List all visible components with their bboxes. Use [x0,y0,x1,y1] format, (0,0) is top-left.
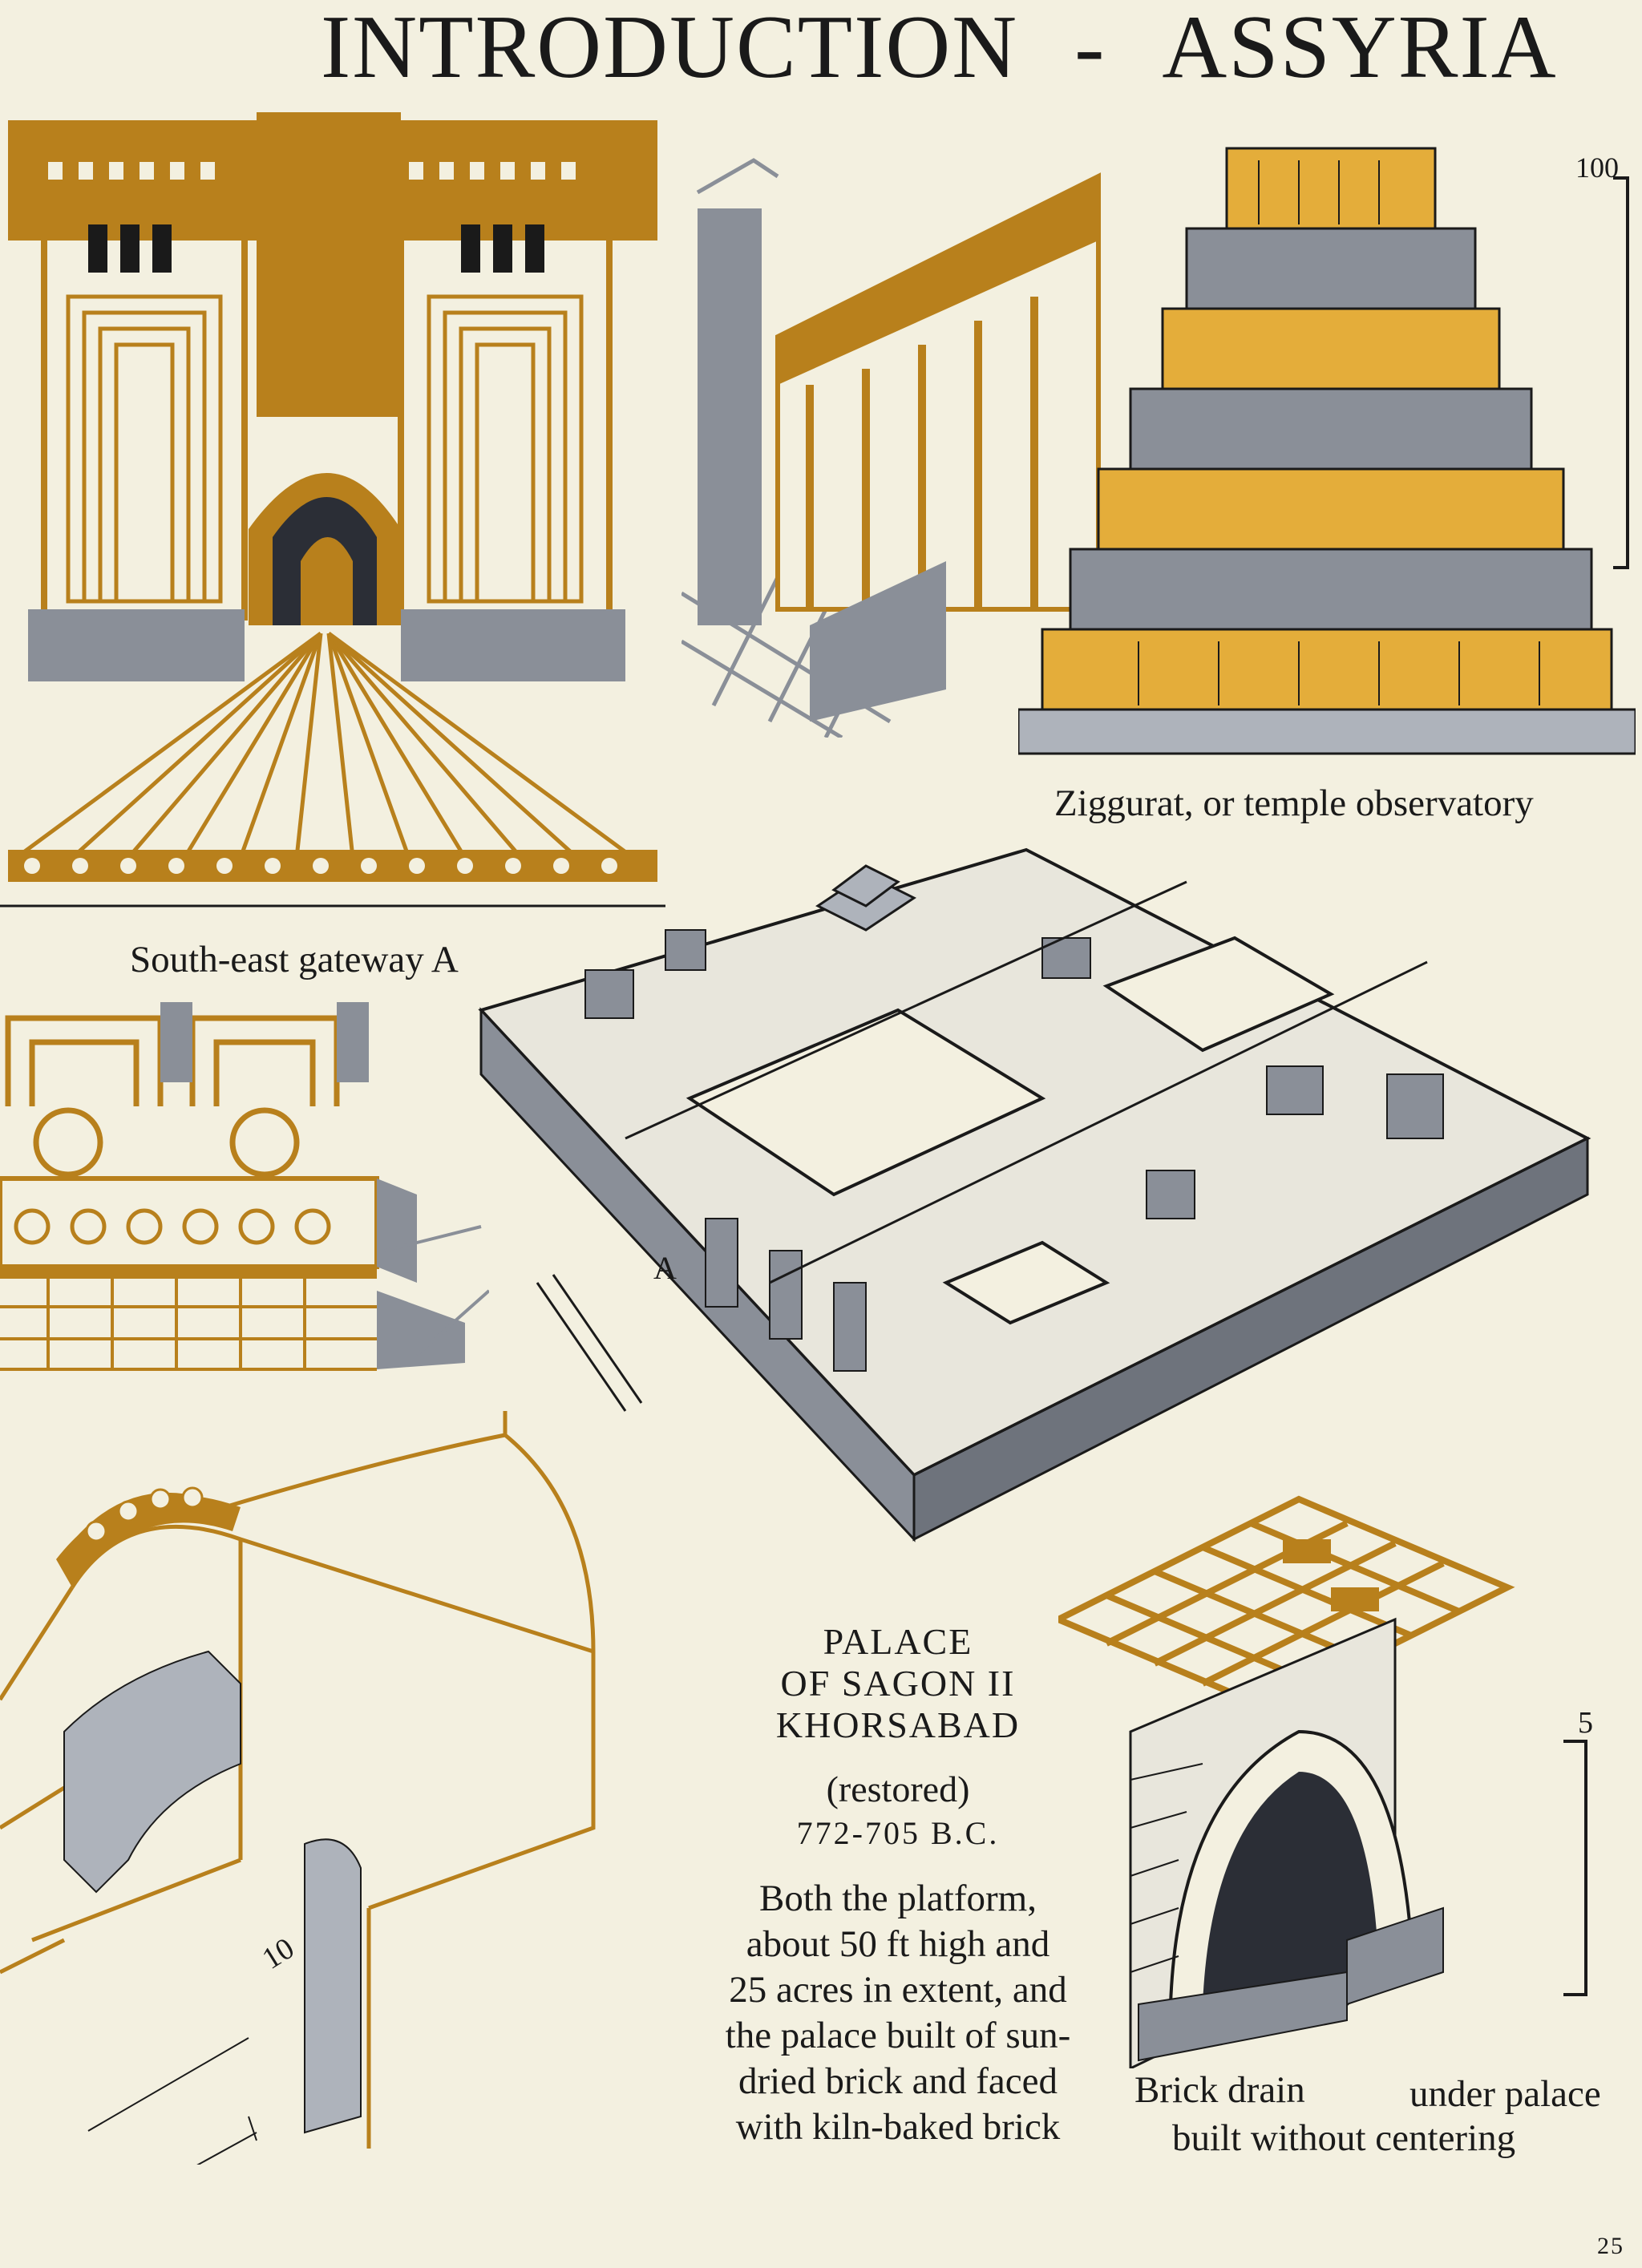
palace-body-line: about 50 ft high and [746,1923,1050,1965]
drain-scale-bar [1563,1740,1587,1996]
palace-marker-a: A [653,1250,677,1286]
caption-gateway: South-east gateway A [130,939,459,980]
palace-illustration [478,847,1591,1542]
brick-drain-illustration [1058,1495,1515,2068]
battlement-illustration [681,158,1101,738]
palace-body-line: the palace built of sun- [725,2015,1071,2056]
ziggurat-scale-bar [1613,176,1629,569]
palace-title-line2: OF SAGON II [780,1663,1016,1704]
palace-title-block: PALACE OF SAGON II KHORSABAD (restored) … [665,1621,1130,1855]
palace-restored: (restored) [826,1769,970,1809]
caption-ziggurat: Ziggurat, or temple observatory [1054,782,1534,824]
gateway-detail-illustration [0,1002,489,1371]
palace-description: Both the platform, about 50 ft high and … [665,1876,1130,2150]
caption-drain-right: under palace [1409,2073,1601,2115]
palace-body-line: 25 acres in extent, and [729,1969,1067,2011]
palace-body-line: Both the platform, [759,1878,1037,1919]
ziggurat-scale-label: 100 [1575,152,1619,184]
title-right: ASSYRIA [1162,0,1558,97]
drain-scale-label: 5 [1578,1706,1593,1740]
palace-title-line1: PALACE [823,1621,973,1662]
title-left: INTRODUCTION [321,0,1019,97]
palace-body-line: with kiln-baked brick [735,2106,1061,2148]
palace-title-line3: KHORSABAD [775,1704,1021,1745]
winged-bull-arch-illustration [0,1411,596,2165]
ziggurat-illustration [1018,147,1636,755]
title-separator: - [1074,0,1106,97]
palace-dates: 772-705 B.C. [796,1815,1000,1851]
gateway-illustration [0,112,665,908]
palace-body-line: dried brick and faced [738,2060,1058,2102]
page-title: INTRODUCTION-ASSYRIA [321,0,1636,96]
page-number: 25 [1597,2233,1624,2259]
caption-drain-line2: built without centering [1172,2117,1516,2159]
caption-drain-left: Brick drain [1134,2069,1305,2111]
